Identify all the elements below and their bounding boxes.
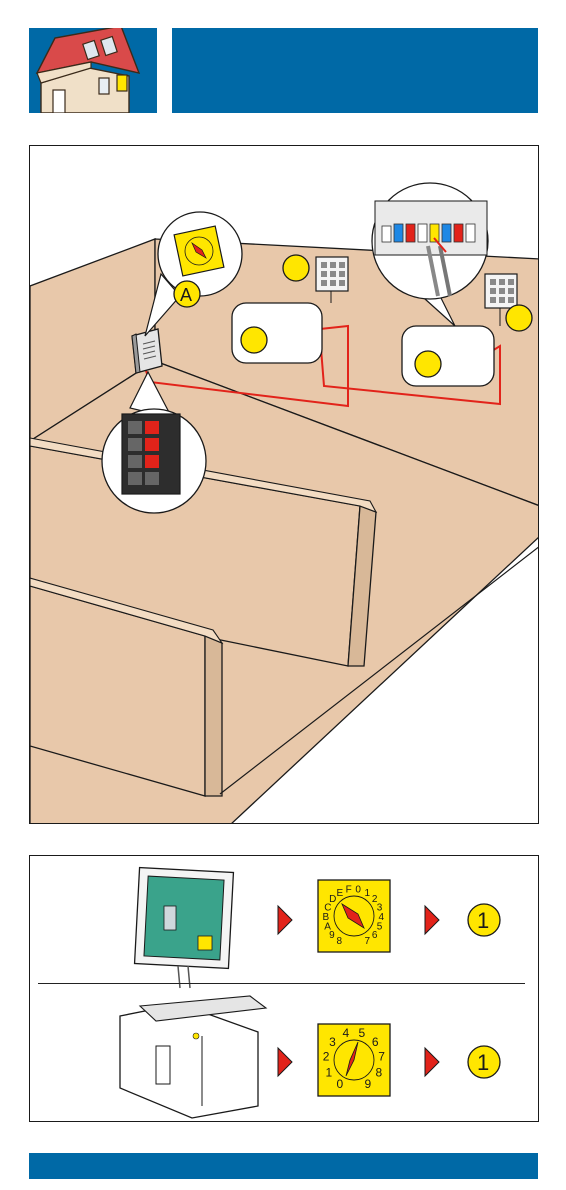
step-2: 1	[120, 996, 500, 1118]
arrow-right-icon	[278, 906, 292, 934]
result-badge-2-text: 1	[477, 1050, 489, 1075]
dial-char: 8	[376, 1066, 383, 1080]
dial-char: 8	[337, 936, 343, 947]
dial-char: 9	[365, 1077, 372, 1091]
arrow-right-icon	[425, 1048, 439, 1076]
footer-bar	[29, 1153, 538, 1179]
dial-char: 3	[329, 1035, 336, 1049]
dial-char: 7	[378, 1050, 385, 1064]
header-bar	[172, 28, 538, 113]
dial-char: 1	[365, 888, 371, 899]
dial-char: 4	[343, 1026, 350, 1040]
dial-char: E	[337, 888, 344, 899]
dial-char: 5	[359, 1026, 366, 1040]
dial-char: 5	[377, 922, 383, 933]
dial-char: 7	[365, 936, 371, 947]
dial-char: 2	[323, 1050, 330, 1064]
house-icon	[29, 28, 157, 113]
installation-diagram: A	[29, 145, 539, 824]
arrow-right-icon	[278, 1048, 292, 1076]
dial-char: D	[329, 894, 336, 905]
dial-char: A	[324, 922, 331, 933]
result-badge-1-text: 1	[477, 908, 489, 933]
dial-char: 6	[372, 930, 378, 941]
callout-label-a: A	[180, 285, 192, 305]
dial-char: F	[346, 884, 352, 895]
front-wall-edge	[205, 636, 222, 796]
dial-char: 1	[326, 1066, 333, 1080]
control-board-illustration	[135, 868, 234, 988]
dial-char: B	[323, 912, 330, 923]
step-1: 1	[135, 868, 500, 988]
house-logo	[29, 28, 157, 113]
arrow-right-icon	[425, 906, 439, 934]
dial-char: 0	[355, 884, 361, 895]
motor-housing-illustration	[120, 996, 266, 1118]
dial-char: 0	[337, 1077, 344, 1091]
dial-char: 6	[372, 1035, 379, 1049]
step-divider	[38, 983, 525, 984]
